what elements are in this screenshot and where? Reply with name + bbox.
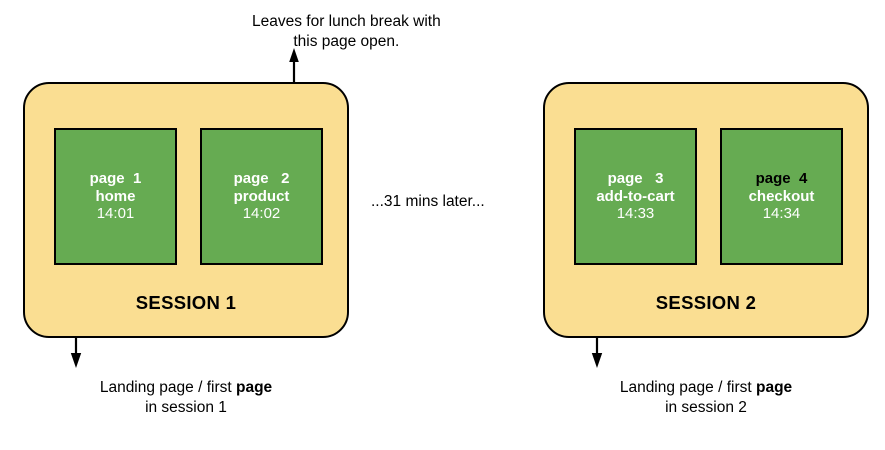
page-box-2-index: 2 (281, 170, 290, 188)
page-box-4-title: page 4 (756, 170, 808, 187)
page-box-4-name: checkout (748, 187, 815, 205)
lunch-break-note-line1: Leaves for lunch break with (252, 13, 441, 30)
page-box-3-page-word: page (607, 170, 643, 188)
page-box-1-index: 1 (133, 170, 142, 188)
session-2-label: SESSION 2 (655, 292, 757, 313)
page-box-1-name: home (95, 187, 136, 205)
caption-session-1-line1-plain: Landing page / first (99, 379, 236, 396)
page-box-1-time: 14:01 (96, 205, 135, 223)
page-box-3[interactable]: page 3 add-to-cart 14:33 (574, 128, 697, 265)
caption-session-1-line1-bold: page (235, 379, 273, 396)
page-box-2-page-word: page (233, 170, 269, 188)
caption-session-2-line1: Landing page / first page (620, 379, 792, 396)
page-box-4-page-word: page (755, 170, 791, 188)
page-box-4-time: 14:34 (762, 205, 801, 223)
page-box-2[interactable]: page 2 product 14:02 (200, 128, 323, 265)
session-box-2[interactable]: page 3 add-to-cart 14:33 page 4 checkout… (543, 82, 869, 338)
page-box-3-name: add-to-cart (596, 187, 675, 205)
lunch-break-note-line2: this page open. (293, 32, 400, 50)
page-box-1-title: page 1 (90, 170, 142, 187)
lunch-break-note: Leaves for lunch break with this page op… (252, 12, 441, 52)
page-box-3-time: 14:33 (616, 205, 655, 223)
page-box-1-page-word: page (89, 170, 125, 188)
session-1-label: SESSION 1 (135, 292, 237, 313)
page-box-2-time: 14:02 (242, 205, 281, 223)
caption-session-2-line1-plain: Landing page / first (619, 379, 756, 396)
page-box-4-index: 4 (799, 170, 808, 188)
caption-session-1-line1: Landing page / first page (100, 379, 272, 396)
caption-session-1: Landing page / first page in session 1 (23, 378, 349, 418)
page-box-2-title: page 2 (234, 170, 290, 187)
caption-session-1-line2: in session 1 (145, 398, 227, 416)
session-box-1[interactable]: page 1 home 14:01 page 2 product 14:02 S… (23, 82, 349, 338)
page-box-4[interactable]: page 4 checkout 14:34 (720, 128, 843, 265)
page-box-3-index: 3 (655, 170, 664, 188)
caption-session-2-line1-bold: page (755, 379, 793, 396)
time-gap-note: ...31 mins later... (371, 193, 485, 210)
caption-session-2: Landing page / first page in session 2 (543, 378, 869, 418)
page-box-2-name: product (233, 187, 290, 205)
page-box-1[interactable]: page 1 home 14:01 (54, 128, 177, 265)
page-box-3-title: page 3 (608, 170, 664, 187)
caption-session-2-line2: in session 2 (665, 398, 747, 416)
